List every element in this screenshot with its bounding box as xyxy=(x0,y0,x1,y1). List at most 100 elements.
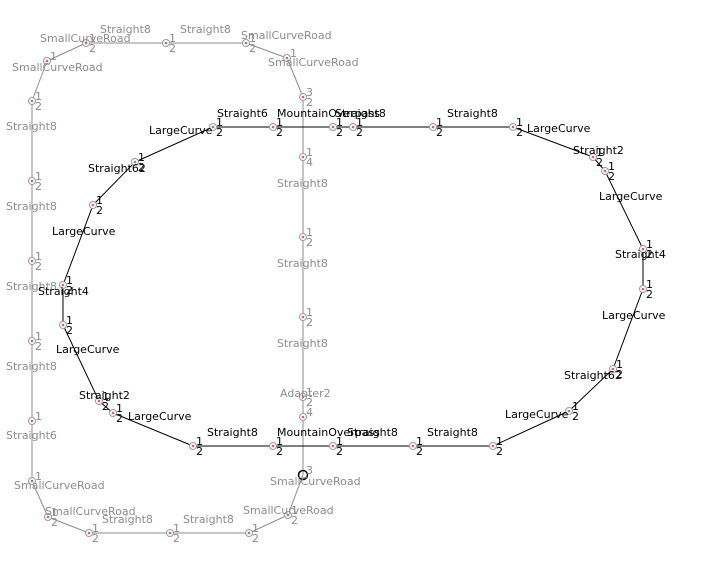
connector[interactable]: 12 xyxy=(28,250,43,273)
connector[interactable]: 12 xyxy=(95,390,110,413)
port-number: 1 xyxy=(276,435,283,448)
track-segment[interactable] xyxy=(604,170,644,250)
connector[interactable]: 12 xyxy=(589,146,604,169)
track-segment[interactable] xyxy=(47,516,90,534)
connector[interactable]: 12 xyxy=(162,32,177,55)
connector[interactable]: 4 xyxy=(299,406,314,421)
connector-dot xyxy=(331,125,335,129)
piece-label: Straight8 xyxy=(207,426,258,439)
connector[interactable]: 12 xyxy=(28,170,43,193)
track-segment[interactable] xyxy=(134,126,214,163)
port-number: 2 xyxy=(646,288,653,301)
connector-dot xyxy=(45,59,49,63)
track-segment[interactable] xyxy=(612,288,644,370)
connector[interactable]: 1 xyxy=(28,410,43,425)
connector-dot xyxy=(211,125,215,129)
track-segment[interactable] xyxy=(46,42,87,62)
connector[interactable]: 12 xyxy=(59,274,74,297)
connector-dot xyxy=(30,479,34,483)
connector[interactable]: 12 xyxy=(639,278,654,301)
connector[interactable]: 1 xyxy=(283,47,298,62)
connector[interactable]: 12 xyxy=(245,522,260,545)
track-segment[interactable] xyxy=(512,126,594,158)
port-number: 1 xyxy=(249,32,256,45)
track-segment[interactable] xyxy=(245,42,288,59)
connector[interactable]: 3 xyxy=(297,464,314,481)
track-segment[interactable] xyxy=(492,410,570,447)
track-segment[interactable] xyxy=(286,57,304,98)
connector[interactable]: 12 xyxy=(89,194,104,217)
connector-dot xyxy=(301,415,305,419)
port-number: 2 xyxy=(516,126,523,139)
port-number: 1 xyxy=(35,250,42,263)
connector[interactable]: 12 xyxy=(28,330,43,353)
track-segment[interactable] xyxy=(31,60,48,102)
track-segment[interactable] xyxy=(248,514,289,534)
piece-label: Straight6 xyxy=(6,429,57,442)
connector[interactable]: 12 xyxy=(299,226,314,249)
connector[interactable]: 12 xyxy=(639,238,654,261)
port-number: 1 xyxy=(216,116,223,129)
port-number: 1 xyxy=(92,522,99,535)
port-number: 1 xyxy=(646,238,653,251)
connector[interactable]: 1 xyxy=(43,50,58,65)
connector[interactable]: 12 xyxy=(299,386,314,409)
connector[interactable]: 12 xyxy=(28,90,43,113)
connector[interactable]: 12 xyxy=(299,306,314,329)
track-segment[interactable] xyxy=(62,324,100,402)
connector[interactable]: 12 xyxy=(269,435,284,458)
port-number: 2 xyxy=(496,445,503,458)
track-segment[interactable] xyxy=(92,161,136,206)
connector-dot xyxy=(641,247,645,251)
connector-dot xyxy=(191,444,195,448)
port-number: 1 xyxy=(96,194,103,207)
connector[interactable]: 12 xyxy=(85,522,100,545)
connector[interactable]: 12 xyxy=(409,435,424,458)
track-segment[interactable] xyxy=(62,204,94,286)
connector[interactable]: 12 xyxy=(59,314,74,337)
connector-dot xyxy=(351,125,355,129)
connector-dot xyxy=(301,315,305,319)
connector[interactable]: 12 xyxy=(209,116,224,139)
track-segment[interactable] xyxy=(31,480,49,518)
connector[interactable]: 12 xyxy=(349,116,364,139)
connector[interactable]: 1 xyxy=(28,470,43,485)
connector[interactable]: 12 xyxy=(131,151,146,174)
connector[interactable]: 12 xyxy=(44,506,59,529)
connector-dot xyxy=(244,41,248,45)
port-number: 2 xyxy=(35,340,42,353)
connector[interactable]: 12 xyxy=(565,400,580,423)
piece-label: LargeCurve xyxy=(52,225,116,238)
connector-dot xyxy=(411,444,415,448)
connector[interactable]: 12 xyxy=(609,358,624,381)
track-segment[interactable] xyxy=(568,368,614,412)
connector[interactable]: 32 xyxy=(299,86,314,109)
port-number: 2 xyxy=(252,532,259,545)
connector[interactable]: 12 xyxy=(109,402,124,425)
connector[interactable]: 12 xyxy=(82,32,97,55)
piece-label: Adapter2 xyxy=(280,387,331,400)
connector[interactable]: 12 xyxy=(189,435,204,458)
track-segment[interactable] xyxy=(287,474,304,516)
connector[interactable]: 12 xyxy=(284,504,299,527)
port-number: 1 xyxy=(496,435,503,448)
connector-dot xyxy=(30,339,34,343)
connector[interactable]: 12 xyxy=(329,116,344,139)
connector[interactable]: 12 xyxy=(242,32,257,55)
connector[interactable]: 12 xyxy=(509,116,524,139)
piece-label: Straight8 xyxy=(180,23,231,36)
track-segment[interactable] xyxy=(112,412,194,447)
connector[interactable]: 12 xyxy=(329,435,344,458)
port-number: 2 xyxy=(196,445,203,458)
piece-label: Straight8 xyxy=(6,360,57,373)
port-number: 3 xyxy=(306,464,313,477)
port-number: 1 xyxy=(35,330,42,343)
connector[interactable]: 14 xyxy=(299,146,314,169)
piece-label: Straight62 xyxy=(88,162,146,175)
connector[interactable]: 12 xyxy=(269,116,284,139)
connector[interactable]: 12 xyxy=(601,160,616,183)
connector[interactable]: 12 xyxy=(489,435,504,458)
connector[interactable]: 12 xyxy=(429,116,444,139)
connector[interactable]: 12 xyxy=(166,522,181,545)
